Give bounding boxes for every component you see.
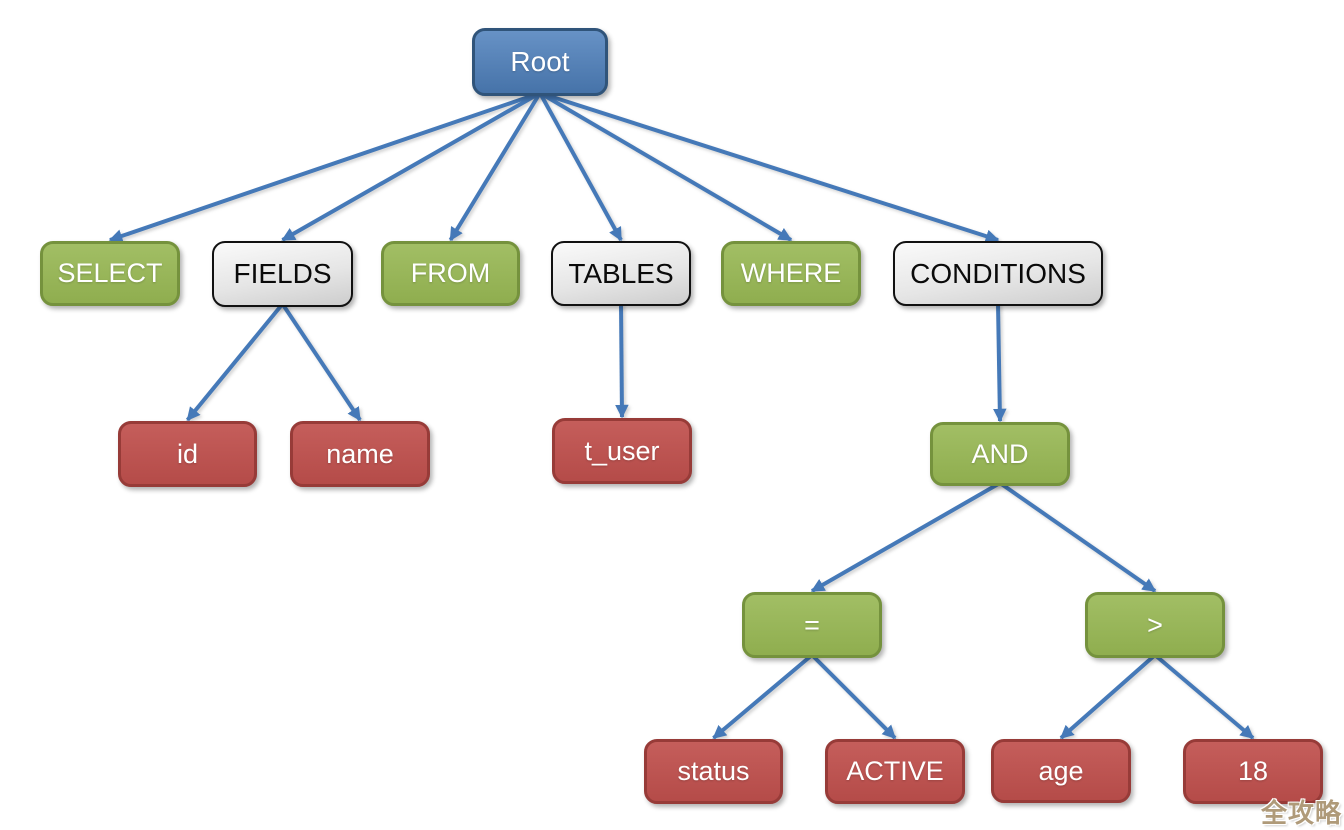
edge-and-gt xyxy=(998,481,1157,593)
node-gt: > xyxy=(1085,592,1225,658)
node-label: CONDITIONS xyxy=(910,257,1086,289)
watermark: 全攻略 xyxy=(1260,798,1342,828)
edge-gt-age xyxy=(1059,653,1157,740)
edge-root-from xyxy=(448,91,542,242)
edge-fields-name xyxy=(280,302,362,422)
edge-group xyxy=(108,91,1255,740)
node-label: 18 xyxy=(1237,756,1269,786)
node-label: = xyxy=(804,609,820,640)
node-label: AND xyxy=(971,438,1029,469)
edge-fields-id xyxy=(185,302,285,422)
node-fields: FIELDS xyxy=(212,241,353,307)
node-label: name xyxy=(326,438,394,469)
node-age: age xyxy=(991,739,1131,803)
node-status: status xyxy=(644,739,783,804)
node-root: Root xyxy=(472,28,608,96)
edge-eq-status xyxy=(712,653,814,740)
edge-root-conditions xyxy=(539,91,1000,243)
node-label: t_user xyxy=(584,435,660,466)
node-label: > xyxy=(1147,609,1163,640)
node-label: SELECT xyxy=(57,258,163,288)
edge-root-fields xyxy=(281,91,541,242)
node-conditions: CONDITIONS xyxy=(893,241,1103,306)
node-name: name xyxy=(290,421,430,487)
node-active: ACTIVE xyxy=(825,739,965,804)
node-tables: TABLES xyxy=(551,241,691,306)
node-and: AND xyxy=(930,422,1070,486)
node-id: id xyxy=(118,421,257,487)
node-label: FIELDS xyxy=(233,258,332,289)
edge-and-eq xyxy=(810,481,1001,593)
edge-tables-t_user xyxy=(615,302,629,419)
node-t_user: t_user xyxy=(552,418,692,484)
node-label: age xyxy=(1038,755,1084,786)
node-label: WHERE xyxy=(740,258,842,288)
node-eq: = xyxy=(742,592,882,658)
node-label: Root xyxy=(510,46,570,77)
edge-root-select xyxy=(108,91,541,243)
node-from: FROM xyxy=(381,241,520,306)
node-n18: 18 xyxy=(1183,739,1323,804)
edge-conditions-and xyxy=(992,302,1007,423)
node-label: FROM xyxy=(410,258,491,288)
node-where: WHERE xyxy=(721,241,861,306)
node-label: TABLES xyxy=(568,257,674,289)
edge-root-tables xyxy=(538,92,623,242)
edge-eq-active xyxy=(810,653,897,740)
node-select: SELECT xyxy=(40,241,180,306)
edge-gt-n18 xyxy=(1153,653,1255,740)
node-label: ACTIVE xyxy=(846,756,944,786)
node-label: status xyxy=(677,756,750,786)
node-label: id xyxy=(176,438,198,469)
edge-root-where xyxy=(538,91,793,242)
